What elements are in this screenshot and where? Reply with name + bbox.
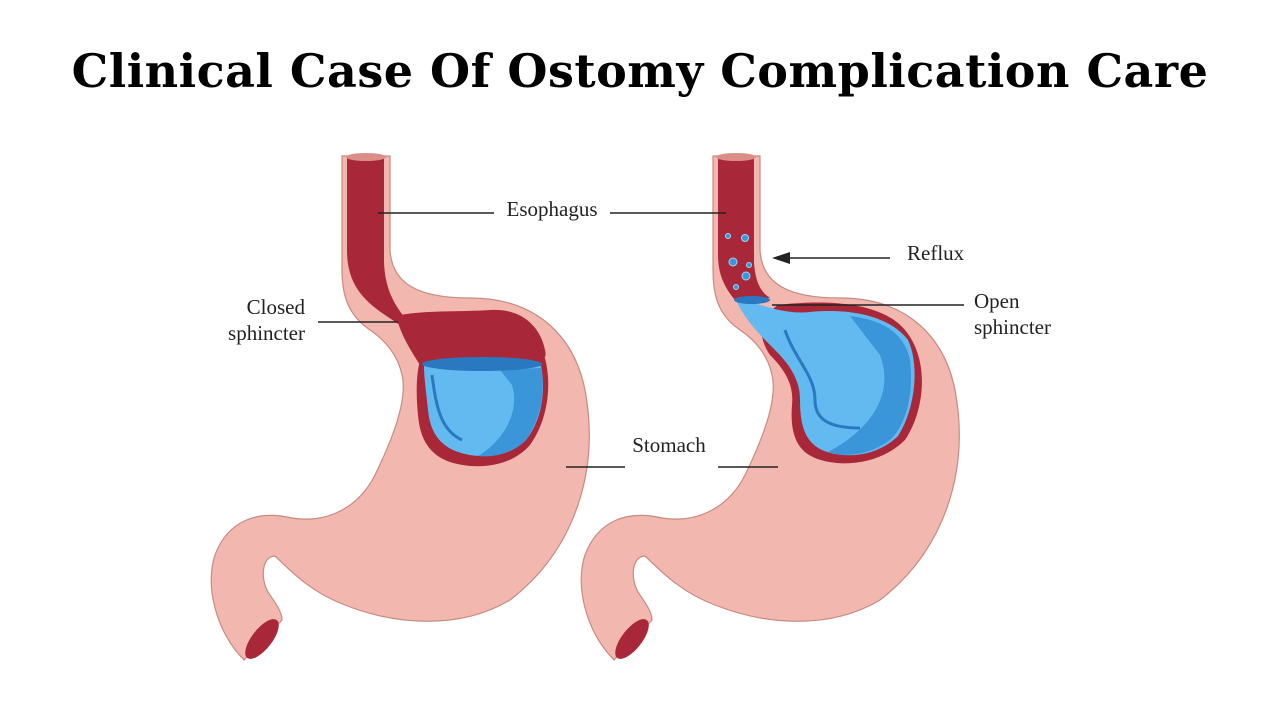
page-title: Clinical Case Of Ostomy Complication Car…: [71, 44, 1209, 98]
stomach-outer-right: [580, 155, 960, 661]
acid-shading-right: [828, 316, 912, 455]
duodenum-opening-right: [615, 619, 649, 659]
stomach-outer-left: [210, 155, 590, 661]
reflux-bubbles: [725, 233, 752, 290]
label-closed-sphincter-line2: sphincter: [228, 321, 305, 345]
reflux-arrow: [772, 252, 890, 264]
label-reflux: Reflux: [907, 241, 965, 265]
acid-stream-left: [430, 374, 463, 442]
esophagus-left: [347, 156, 405, 325]
stomach-open-sphincter: [580, 153, 960, 661]
esophagus-opening-right: [716, 153, 756, 161]
esophagus-opening-left: [346, 153, 386, 161]
acid-shading-left: [478, 368, 543, 457]
acid-surface-left: [422, 357, 542, 371]
label-closed-sphincter-line1: Closed: [247, 295, 306, 319]
label-open-sphincter-line2: sphincter: [974, 315, 1051, 339]
stomach-closed-sphincter: [210, 153, 590, 661]
label-esophagus: Esophagus: [507, 197, 598, 221]
acid-stream-right: [783, 329, 861, 430]
label-open-sphincter-line1: Open: [974, 289, 1020, 313]
duodenum-opening-left: [245, 619, 279, 659]
label-stomach: Stomach: [632, 433, 706, 457]
closed-sphincter-band: [396, 309, 546, 365]
acid-surface-right: [734, 296, 770, 304]
